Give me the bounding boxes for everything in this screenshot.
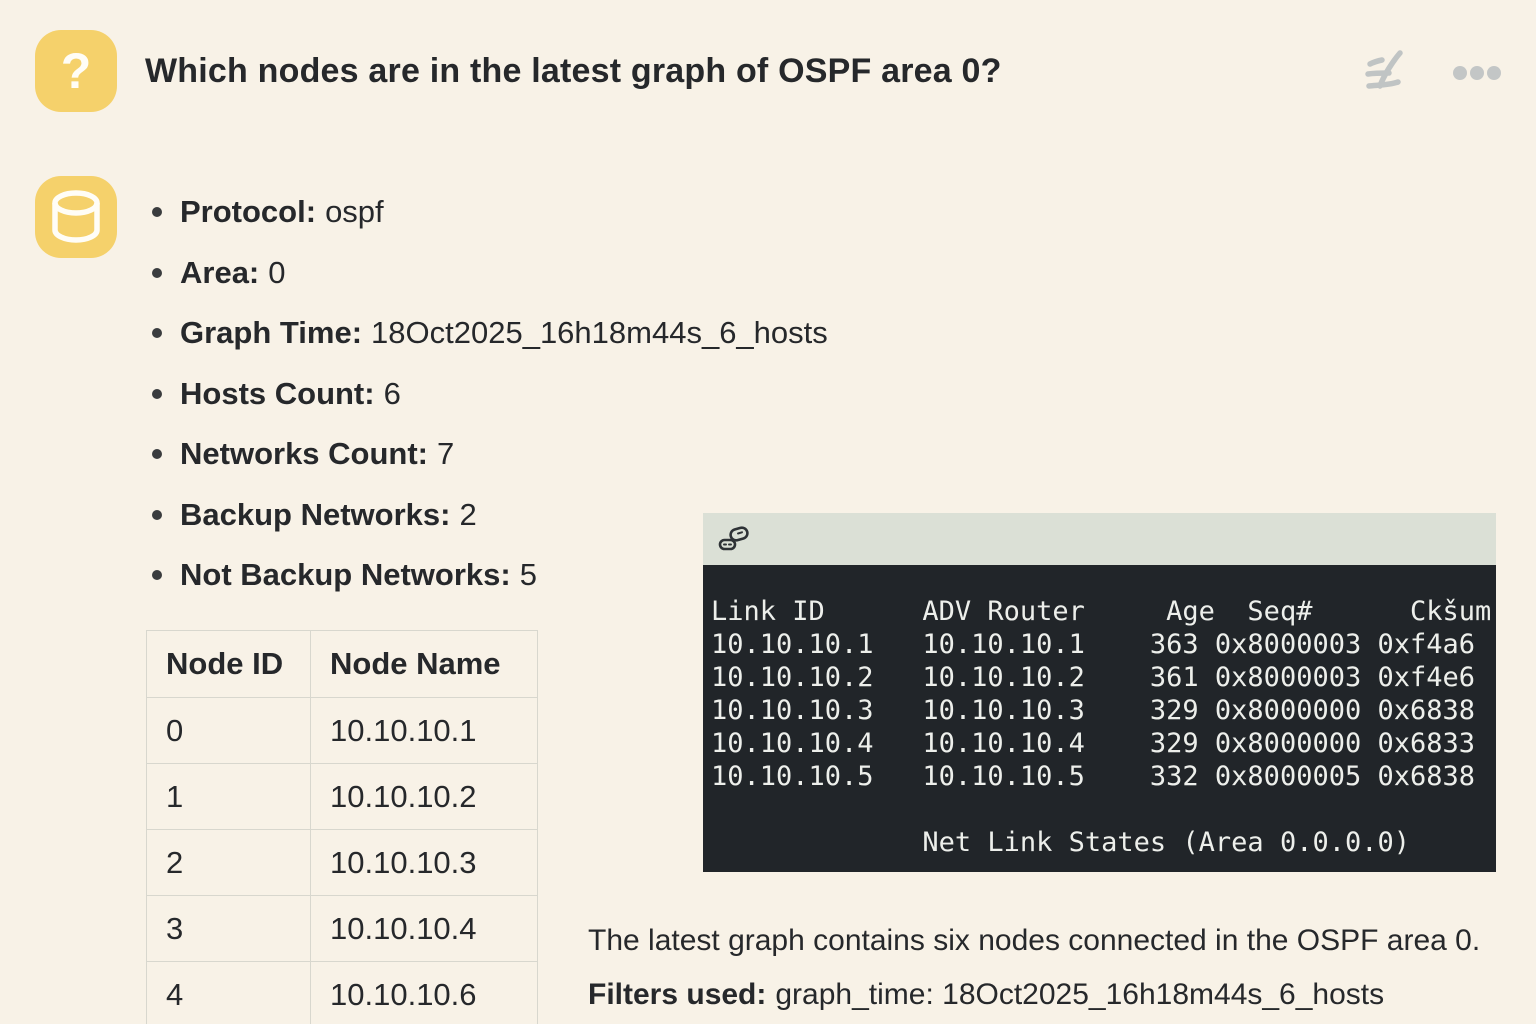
database-icon [50,190,102,244]
question-mark-icon: ? [60,43,92,99]
filters-value: graph_time: 18Oct2025_16h18m44s_6_hosts [775,978,1385,1011]
node-id-cell: 0 [146,697,311,764]
fact-value: 2 [459,496,477,532]
fact-value: 0 [268,254,286,290]
pen-lines-button[interactable] [1360,44,1414,102]
fact-value: 7 [437,436,455,472]
node-name-cell: 10.10.10.1 [310,697,538,764]
ospf-database-output: Link ID ADV Router Age Seq# Ckšum 10.10.… [711,596,1492,858]
table-row: 2 10.10.10.3 [146,829,538,896]
terminal-titlebar [703,513,1496,565]
list-item: Backup Networks: 2 [150,485,828,546]
list-item: Not Backup Networks: 5 [150,545,828,606]
fact-value: 18Oct2025_16h18m44s_6_hosts [371,315,828,351]
fact-list: Protocol: ospf Area: 0 Graph Time: 18Oct… [150,182,828,606]
column-header-node-name: Node Name [310,630,538,698]
terminal-screenshot: Link ID ADV Router Age Seq# Ckšum 10.10.… [703,513,1496,872]
terminal-output: Link ID ADV Router Age Seq# Ckšum 10.10.… [703,565,1496,872]
table-row: 0 10.10.10.1 [146,697,538,764]
list-item: Protocol: ospf [150,182,828,243]
link-icon [718,526,750,552]
node-id-cell: 3 [146,895,311,962]
node-table: Node ID Node Name 0 10.10.10.1 1 10.10.1… [146,630,538,1024]
node-id-cell: 2 [146,829,311,896]
fact-label: Not Backup Networks: [180,557,511,593]
node-name-cell: 10.10.10.6 [310,961,538,1024]
list-item: Area: 0 [150,243,828,304]
filters-used-line: Filters used:graph_time: 18Oct2025_16h18… [588,978,1384,1012]
list-item: Graph Time: 18Oct2025_16h18m44s_6_hosts [150,303,828,364]
fact-label: Networks Count: [180,436,428,472]
fact-label: Protocol: [180,194,317,230]
filters-label: Filters used: [588,978,767,1011]
node-name-cell: 10.10.10.4 [310,895,538,962]
fact-label: Backup Networks: [180,496,451,532]
node-id-cell: 1 [146,763,311,830]
message-toolbar [1360,44,1506,102]
pen-lines-icon [1364,48,1410,98]
node-id-cell: 4 [146,961,311,1024]
question-avatar: ? [35,30,117,112]
answer-avatar [35,176,117,258]
table-row: 4 10.10.10.6 [146,961,538,1024]
fact-value: 6 [383,375,401,411]
answer-summary: The latest graph contains six nodes conn… [588,924,1481,957]
more-options-button[interactable] [1448,61,1506,85]
list-item: Hosts Count: 6 [150,364,828,425]
table-header-row: Node ID Node Name [146,630,538,698]
page-title: Which nodes are in the latest graph of O… [145,52,1002,90]
ellipsis-icon [1452,65,1502,81]
column-header-node-id: Node ID [146,630,311,698]
node-name-cell: 10.10.10.3 [310,829,538,896]
fact-label: Graph Time: [180,315,363,351]
fact-value: ospf [325,194,384,230]
list-item: Networks Count: 7 [150,424,828,485]
fact-value: 5 [519,557,537,593]
table-row: 1 10.10.10.2 [146,763,538,830]
fact-label: Hosts Count: [180,375,375,411]
table-row: 3 10.10.10.4 [146,895,538,962]
node-name-cell: 10.10.10.2 [310,763,538,830]
fact-label: Area: [180,254,260,290]
